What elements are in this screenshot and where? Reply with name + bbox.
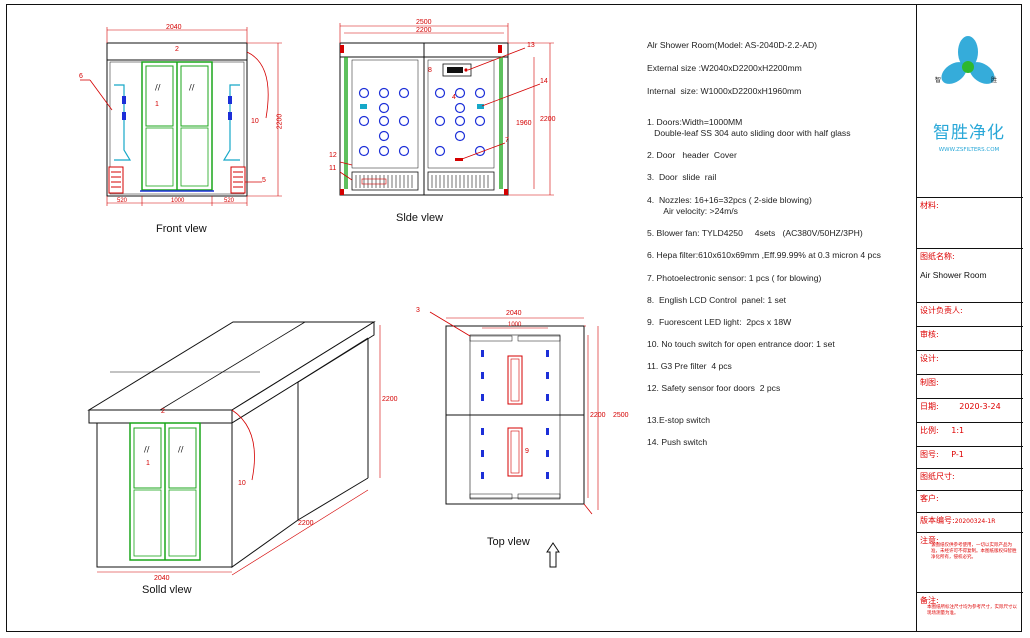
callout-5: 5 [262,177,266,184]
dim-side-outer: 2500 [416,19,432,26]
callout-12: 12 [329,152,337,159]
dim-top-inner: 1000 [508,322,522,328]
side-view-caption: Slde vlew [396,212,444,224]
callout-8: 8 [428,67,432,74]
tb-review: 审核: [917,326,1023,350]
dim-top-right-2: 2500 [613,412,629,419]
spec-item-6: 6. Hepa filter:610x610x69mm ,Eff.99.99% … [647,250,881,260]
brand-url: WWW.ZSFILTERS.COM [938,147,1000,153]
drawing-frame [6,4,1022,632]
dim-side-height-inner: 1960 [516,120,532,127]
tb-designer: 设计负责人: [917,302,1023,326]
callout-10-solid: 10 [238,480,246,487]
front-view-caption: Front vlew [156,223,207,235]
spec-item-7: 7. Photoelectronic sensor: 1 pcs ( for b… [647,273,822,283]
title-block: 智 胜 材料: 图纸名称: Air Shower Room 设计负责人: 审核:… [916,4,1023,632]
spec-item-12: 12. Safety sensor foor doors 2 pcs [647,383,781,393]
spec-item-2: 2. Door header Cover [647,150,737,160]
spec-item-10: 10. No touch switch for open entrance do… [647,339,835,349]
callout-9: 9 [525,448,529,455]
spec-title: Alr Shower Room(Model: AS-2040D-2.2-AD) [647,40,818,50]
callout-6: 6 [79,73,83,80]
tb-date: 日期: 2020-3-24 [917,398,1023,422]
spec-item-4: 4. Nozzles: 16+16=32pcs ( 2-side blowing… [647,195,812,216]
spec-item-8: 8. English LCD Control panel: 1 set [647,295,787,305]
tb-material: 材料: [917,197,1023,248]
svg-text://: // [189,83,195,92]
tb-scale: 比例: 1:1 [917,422,1023,446]
spec-item-13: 13.E-stop switch [647,415,711,425]
solid-view: // // [87,321,381,576]
tb-draw: 制图: [917,374,1023,398]
dim-front-height: 2200 [276,113,284,130]
callout-7: 7 [505,137,509,144]
svg-text://: // [178,445,184,454]
callout-10-front: 10 [251,118,259,125]
dim-solid-depth: 2200 [298,520,314,527]
dim-top-outer: 2040 [506,310,522,317]
spec-item-11: 11. G3 Pre filter 4 pcs [647,361,732,371]
company-logo [941,36,995,84]
dim-front-right: 520 [224,198,235,204]
callout-2-solid: 2 [161,408,165,415]
top-view-caption: Top vlew [487,536,530,548]
tb-remarks: 备注: 本图纸所标注尺寸均为参考尺寸，实际尺寸以现场测量为准。 [917,592,1023,632]
tb-design: 设计: [917,350,1023,374]
front-view: // // [80,27,282,206]
svg-text://: // [144,445,150,454]
callout-13: 13 [527,42,535,49]
tb-size: 图纸尺寸: [917,468,1023,490]
spec-item-3: 3. Door slide rail [647,172,717,182]
dim-solid-width: 2040 [154,575,170,582]
callout-11: 11 [329,165,337,172]
solid-view-caption: Solld vlew [142,584,192,596]
svg-text://: // [155,83,161,92]
callout-14: 14 [540,78,548,85]
dim-front-left: 520 [117,198,128,204]
tb-figure-number: 图号: P-1 [917,446,1023,468]
spec-internal-size: Internal size: W1000xD2200xH1960mm [647,86,802,96]
callout-2-front: 2 [175,46,179,53]
dim-side-inner: 2200 [416,27,432,34]
spec-external-size: External size :W2040xD2200xH2200mm [647,63,802,73]
spec-item-9: 9. Fuorescent LED light: 2pcs x 18W [647,317,792,327]
tb-drawing-name: 图纸名称: Air Shower Room [917,248,1023,302]
callout-3: 3 [416,307,420,314]
dim-solid-height: 2200 [382,396,398,403]
callout-4: 4 [452,94,456,101]
spec-item-5: 5. Blower fan: TYLD4250 4sets (AC380V/50… [647,228,863,238]
dim-front-middle: 1000 [171,198,185,204]
logo-char-right: 胜 [991,78,998,84]
tb-notes: 注意: 该图纸仅供参考使用，一切以实际产品为准，未经许可不得复制。本图纸版权归智… [917,532,1023,592]
top-view [429,311,599,568]
dim-front-width: 2040 [166,24,182,31]
spec-item-1: 1. Doors:Width=1000MM Double-leaf SS 304… [647,117,851,138]
spec-item-14: 14. Push switch [647,437,708,447]
callout-1-solid: 1 [146,460,150,467]
dim-top-right-1: 2200 [590,412,606,419]
side-view [339,23,554,196]
tb-version: 版本编号:20200324-1R [917,512,1023,532]
tb-customer: 客户: [917,490,1023,512]
logo-char-left: 智 [935,78,942,84]
dim-side-height-outer: 2200 [540,116,556,123]
brand-name: 智胜净化 [933,123,1005,143]
callout-1-front: 1 [155,101,159,108]
